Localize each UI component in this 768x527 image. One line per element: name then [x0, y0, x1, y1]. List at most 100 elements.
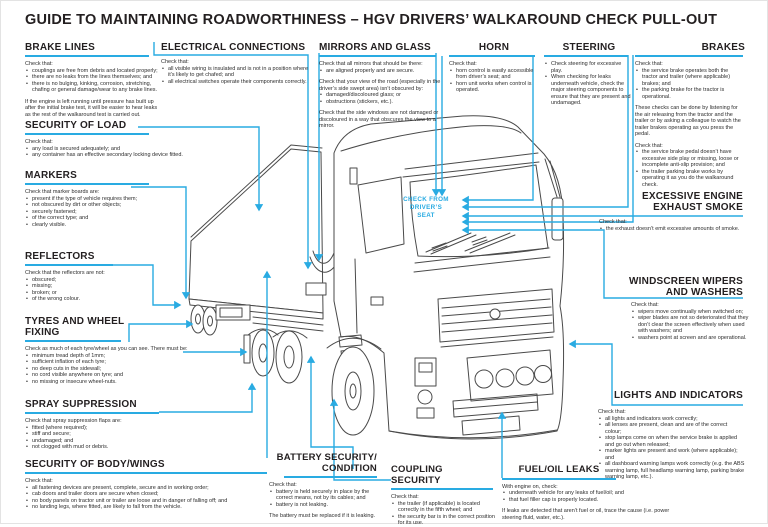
side-lamp-unit	[414, 357, 437, 387]
check-item: present if the type of vehicle requires …	[25, 196, 165, 203]
section-title: FUEL/OIL LEAKS	[518, 464, 600, 475]
driver-seat-label-line: DRIVER’S	[409, 203, 443, 211]
check-item: not clogged with mud or debris.	[25, 444, 175, 451]
section-reflectors: REFLECTORS Check that the reflectors are…	[25, 251, 145, 303]
section-note: These checks can be done by listening fo…	[635, 105, 741, 137]
door-edge	[354, 258, 358, 334]
fog-lamp	[417, 389, 433, 405]
section-lights-heading: LIGHTS AND INDICATORS	[613, 390, 743, 401]
section-intro: Check that your view of the road (especi…	[319, 79, 441, 92]
left-mirror	[349, 167, 358, 185]
trailer-roof-line	[190, 144, 323, 238]
section-mirrors: MIRRORS AND GLASS Check that all mirrors…	[319, 42, 443, 130]
section-intro: Check that marker boards are:	[25, 189, 100, 195]
check-item: cab doors and trailer doors are secure w…	[25, 491, 275, 498]
section-rule	[544, 55, 628, 57]
check-item: sufficient inflation of each tyre;	[25, 359, 275, 366]
section-intro: Check that:	[635, 142, 663, 149]
front-creases	[413, 247, 551, 273]
check-item: the service brake operates both the trac…	[635, 68, 745, 88]
section-wipers-body: Check that: wipers move continually when…	[631, 302, 749, 341]
section-title: EXHAUST SMOKE	[653, 202, 743, 213]
cab-steps	[338, 334, 363, 360]
check-item: are aligned properly and are secure.	[319, 68, 443, 75]
section-title: EXCESSIVE ENGINE	[641, 191, 743, 202]
wiper-blades	[425, 232, 516, 255]
section-title: WINDSCREEN WIPERS	[629, 276, 743, 287]
section-title: ELECTRICAL CONNECTIONS	[161, 42, 306, 53]
cab-body	[333, 115, 565, 440]
check-item: battery is held securely in place by the…	[269, 489, 377, 502]
check-item: no body panels on tractor unit or traile…	[25, 498, 275, 505]
check-item: the parking brake for the tractor is ope…	[635, 87, 745, 100]
section-title: SECURITY OF BODY/WINGS	[25, 459, 165, 470]
check-item: no landing legs, where fitted, are likel…	[25, 504, 275, 511]
section-horn: HORN Check that: horn control is easily …	[449, 42, 539, 94]
trailer-body	[188, 148, 324, 314]
check-item: undamaged; and	[25, 438, 175, 445]
section-intro: Check as much of each tyre/wheel as you …	[25, 346, 188, 352]
check-item: the trailer parking brake works by opera…	[635, 169, 745, 189]
headlamp	[515, 366, 535, 386]
section-rule	[25, 183, 149, 185]
section-steering: STEERING Check steering for excessive pl…	[544, 42, 634, 107]
section-intro: Check that:	[635, 61, 663, 67]
check-item: Check steering for excessive play.	[544, 61, 634, 74]
check-item: fitted (where required);	[25, 425, 175, 432]
section-title: COUPLING SECURITY	[391, 464, 443, 486]
section-lights-body: Check that: all lights and indicators wo…	[598, 409, 745, 481]
section-title: BRAKES	[701, 42, 745, 53]
section-body-wings: SECURITY OF BODY/WINGS Check that: all f…	[25, 459, 275, 511]
check-item: all lights and indicators work correctly…	[598, 416, 745, 423]
section-title: REFLECTORS	[25, 251, 95, 262]
section-title: CONDITION	[321, 462, 377, 474]
check-item: battery is not leaking.	[269, 502, 377, 509]
section-intro: Check that:	[25, 139, 53, 145]
check-item: missing;	[25, 283, 145, 290]
section-spray-suppression: SPRAY SUPPRESSION Check that spray suppr…	[25, 399, 175, 451]
check-item: securely fastened;	[25, 209, 165, 216]
check-item: all dashboard warning lamps work correct…	[598, 461, 745, 481]
check-item: any load is secured adequately; and	[25, 146, 237, 153]
section-exhaust-body: Check that: the exhaust doesn’t emit exc…	[599, 219, 745, 232]
grille-slats	[441, 298, 553, 333]
check-item: no missing or insecure wheel-nuts.	[25, 379, 275, 386]
section-brakes: BRAKES Check that: the service brake ope…	[635, 42, 745, 188]
section-title: MARKERS	[25, 170, 77, 181]
check-item: obscured;	[25, 277, 145, 284]
section-title: MIRRORS AND GLASS	[319, 42, 431, 53]
section-rule	[25, 55, 149, 57]
lower-grille	[452, 393, 539, 418]
check-item: all visible wiring is insulated and is n…	[161, 66, 311, 79]
check-item: no cord visible anywhere on tyre; and	[25, 372, 275, 379]
check-item: broken; or	[25, 290, 145, 297]
check-item: wipers move continually when switched on…	[631, 309, 749, 316]
check-item: underneath vehicle for any leaks of fuel…	[502, 490, 682, 497]
section-intro: Check that:	[598, 409, 626, 415]
check-item: the security bar is in the correct posit…	[391, 514, 495, 527]
section-intro: With engine on, check:	[502, 483, 558, 490]
check-item: washers point at screen and are operatio…	[631, 335, 749, 342]
section-title: BRAKE LINES	[25, 42, 95, 53]
section-rule	[391, 488, 493, 490]
section-wipers-heading: WINDSCREEN WIPERS AND WASHERS	[601, 276, 743, 298]
section-rule	[502, 477, 616, 480]
section-fuel: FUEL/OIL LEAKS With engine on, check: un…	[502, 464, 682, 521]
section-intro: Check that:	[269, 482, 297, 488]
section-security-of-load: SECURITY OF LOAD Check that: any load is…	[25, 120, 237, 159]
section-intro: Check that all mirrors that should be th…	[319, 61, 423, 67]
section-note: If the engine is left running until pres…	[25, 98, 158, 118]
section-title: FIXING	[25, 327, 60, 338]
section-intro: Check that spray suppression flaps are:	[25, 418, 122, 424]
check-item: wiper blades are not so deteriorated tha…	[631, 315, 749, 335]
driver-seat-label-line: CHECK FROM	[403, 196, 449, 203]
section-tyres: TYRES AND WHEEL FIXING Check as much of …	[25, 316, 275, 385]
headlamp	[534, 365, 552, 383]
section-note: The battery must be replaced if it is le…	[269, 513, 376, 519]
driver-seat-label: CHECK FROM DRIVER’S SEAT	[397, 196, 455, 219]
check-item: horn unit works when control is operated…	[449, 81, 539, 94]
section-battery: BATTERY SECURITY/ CONDITION Check that: …	[269, 452, 377, 520]
check-item: clearly visible.	[25, 222, 165, 229]
check-item: stiff and secure;	[25, 431, 175, 438]
